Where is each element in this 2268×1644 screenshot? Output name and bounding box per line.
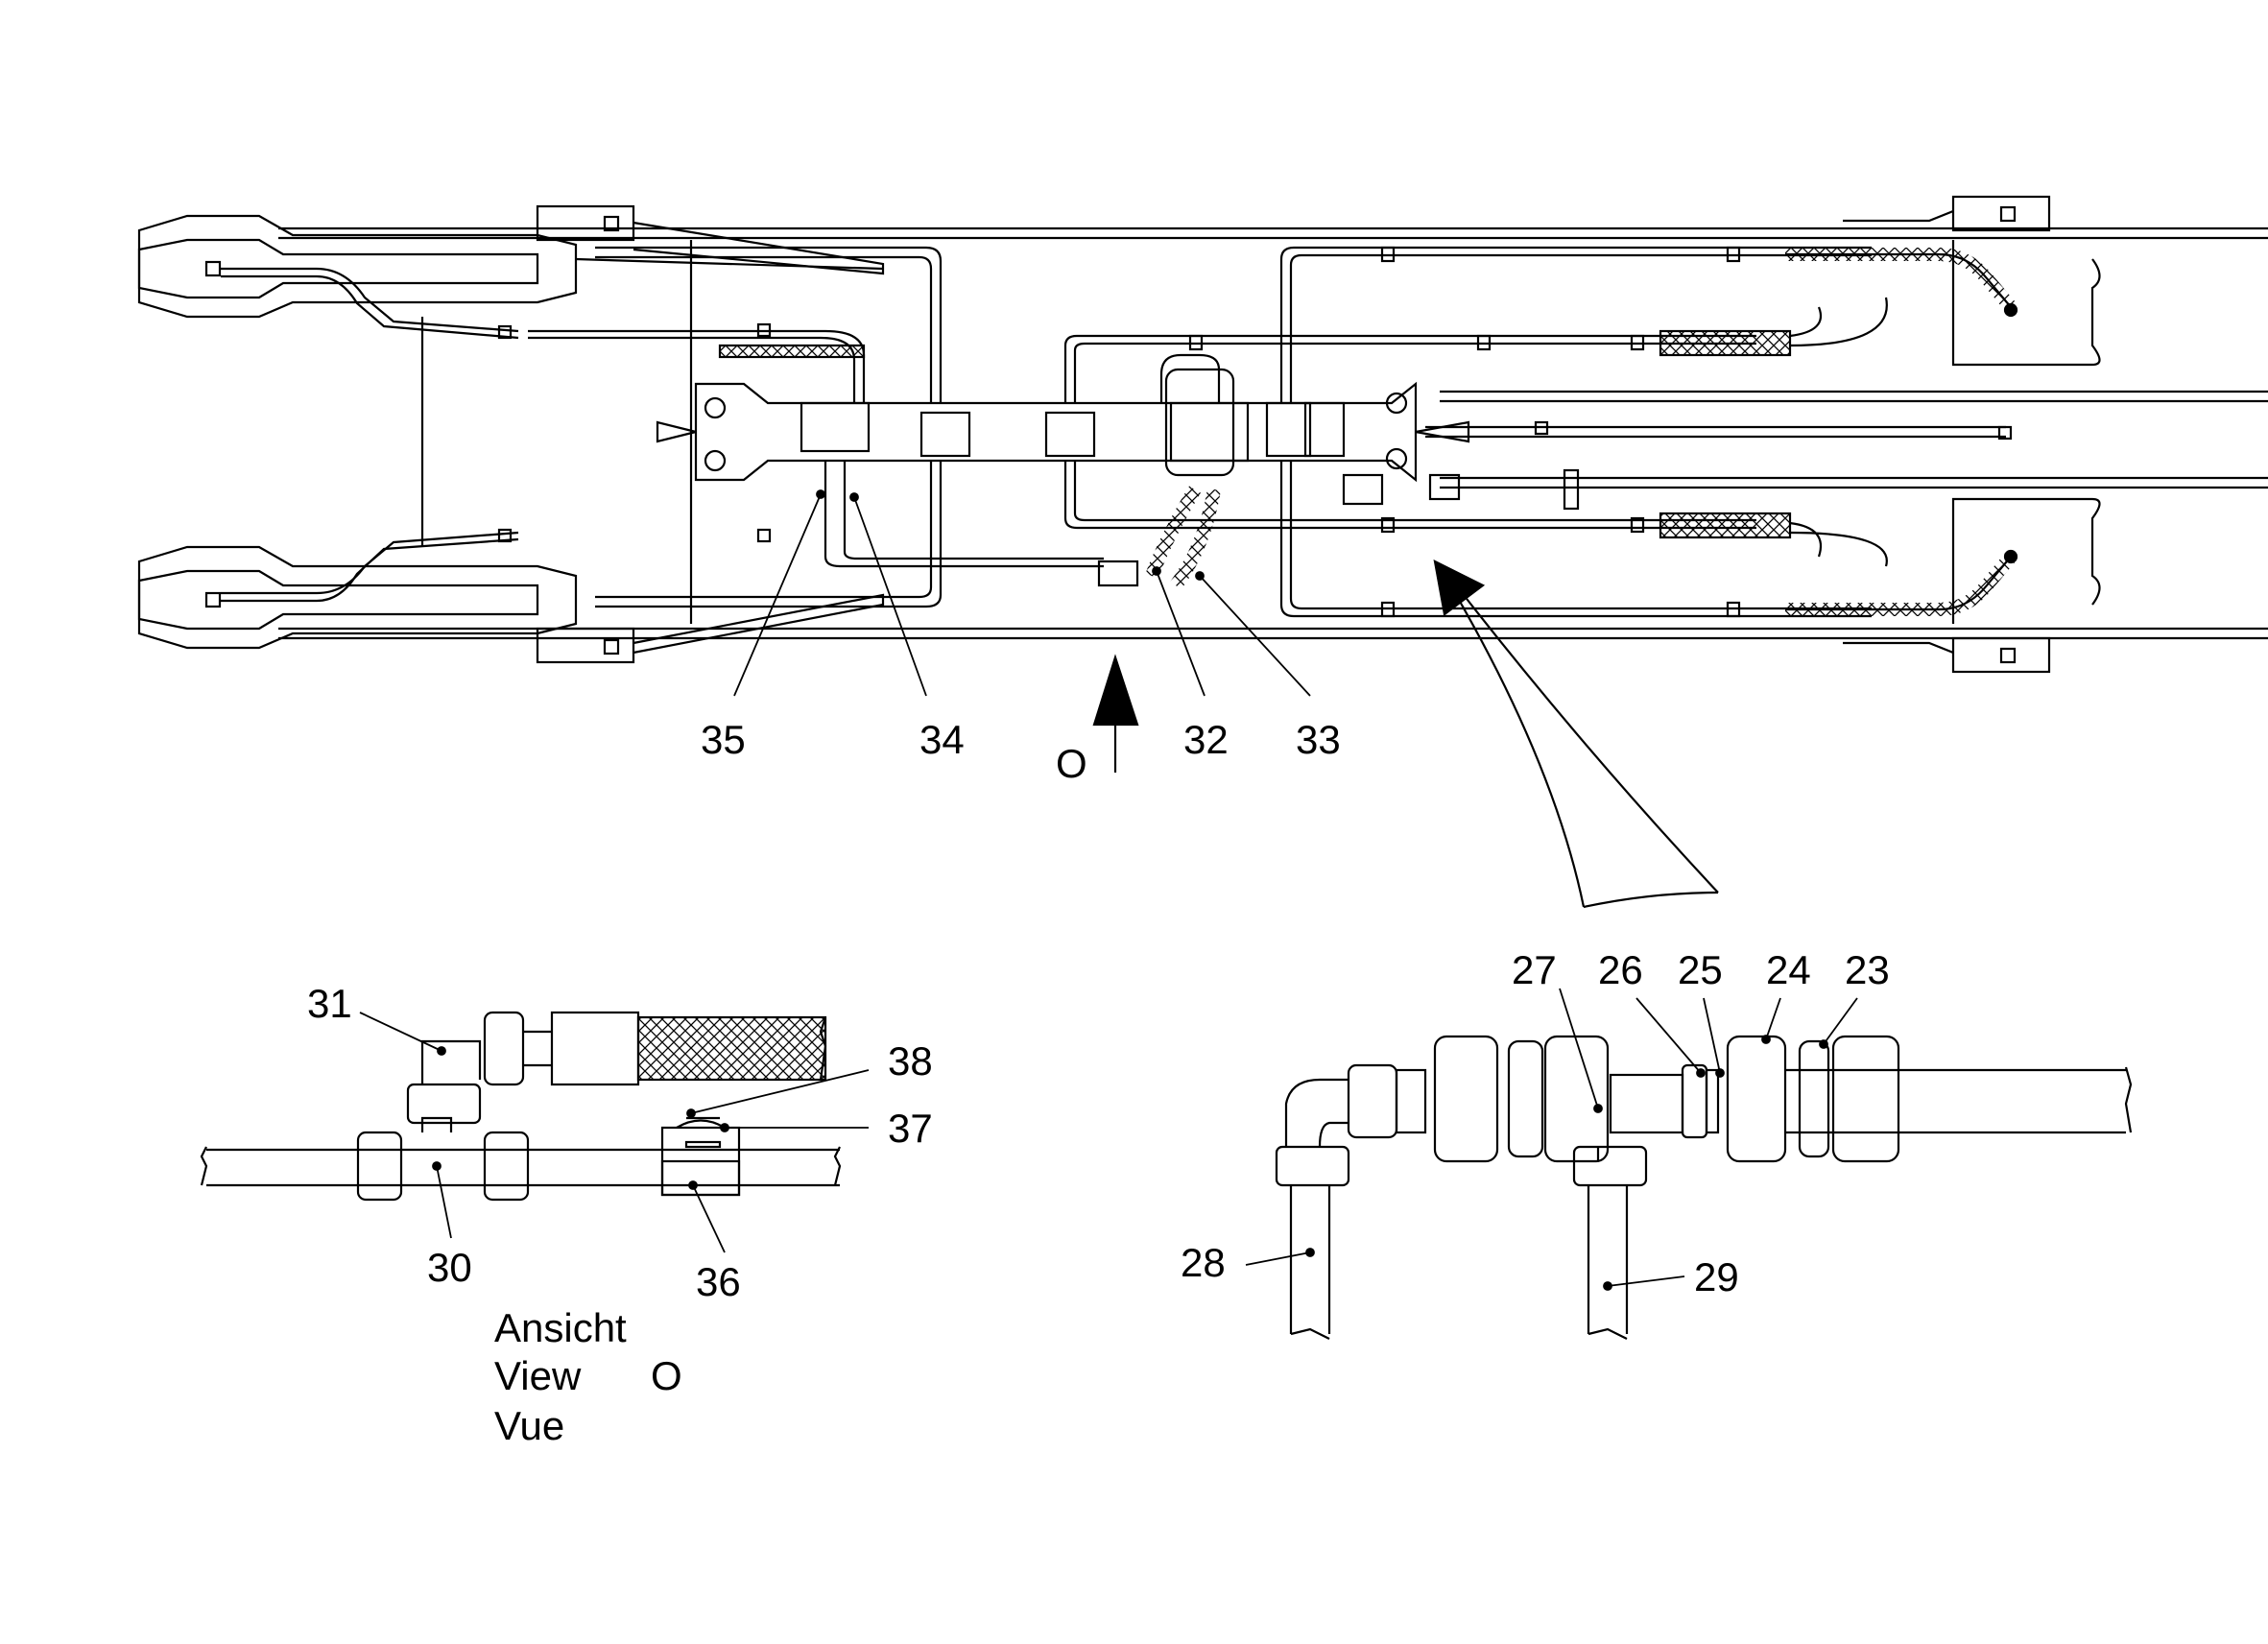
view-o-leaders <box>359 1012 870 1253</box>
callout-28: 28 <box>1181 1240 1226 1285</box>
callout-33: 33 <box>1296 717 1341 762</box>
view-caption: Ansicht View Vue O <box>494 1305 682 1448</box>
valve-blocks <box>800 368 1461 506</box>
callout-27: 27 <box>1512 947 1557 992</box>
callout-labels: 35 34 32 33 O 31 30 36 38 37 27 26 25 24… <box>307 717 1890 1304</box>
left-top-boom-end <box>137 204 885 340</box>
caption-ansicht: Ansicht <box>494 1305 627 1350</box>
top-leaders <box>733 489 1311 697</box>
callout-31: 31 <box>307 981 352 1026</box>
caption-letter: O <box>651 1353 682 1398</box>
left-bottom-boom-end <box>137 531 885 664</box>
callout-23: 23 <box>1845 947 1890 992</box>
caption-vue: Vue <box>494 1403 564 1448</box>
callout-34: 34 <box>919 717 965 762</box>
callout-35: 35 <box>701 717 746 762</box>
caption-view: View <box>494 1353 582 1398</box>
callout-26: 26 <box>1598 947 1643 992</box>
callout-37: 37 <box>888 1106 933 1151</box>
callout-30: 30 <box>427 1245 472 1290</box>
detail-arrow <box>1433 560 1719 909</box>
callout-36: 36 <box>696 1259 741 1304</box>
top-assembly <box>137 195 2268 909</box>
view-o-detail <box>200 1011 842 1202</box>
fitting-detail <box>1275 1035 2133 1340</box>
callout-25: 25 <box>1678 947 1723 992</box>
view-marker: O <box>1056 741 1087 786</box>
callout-38: 38 <box>888 1038 933 1084</box>
callout-29: 29 <box>1694 1254 1739 1299</box>
right-boom-end <box>1843 195 2101 674</box>
fitting-leaders <box>1245 988 1858 1291</box>
view-arrow <box>1092 654 1139 773</box>
callout-32: 32 <box>1183 717 1229 762</box>
fittings <box>497 246 1741 618</box>
callout-24: 24 <box>1766 947 1811 992</box>
